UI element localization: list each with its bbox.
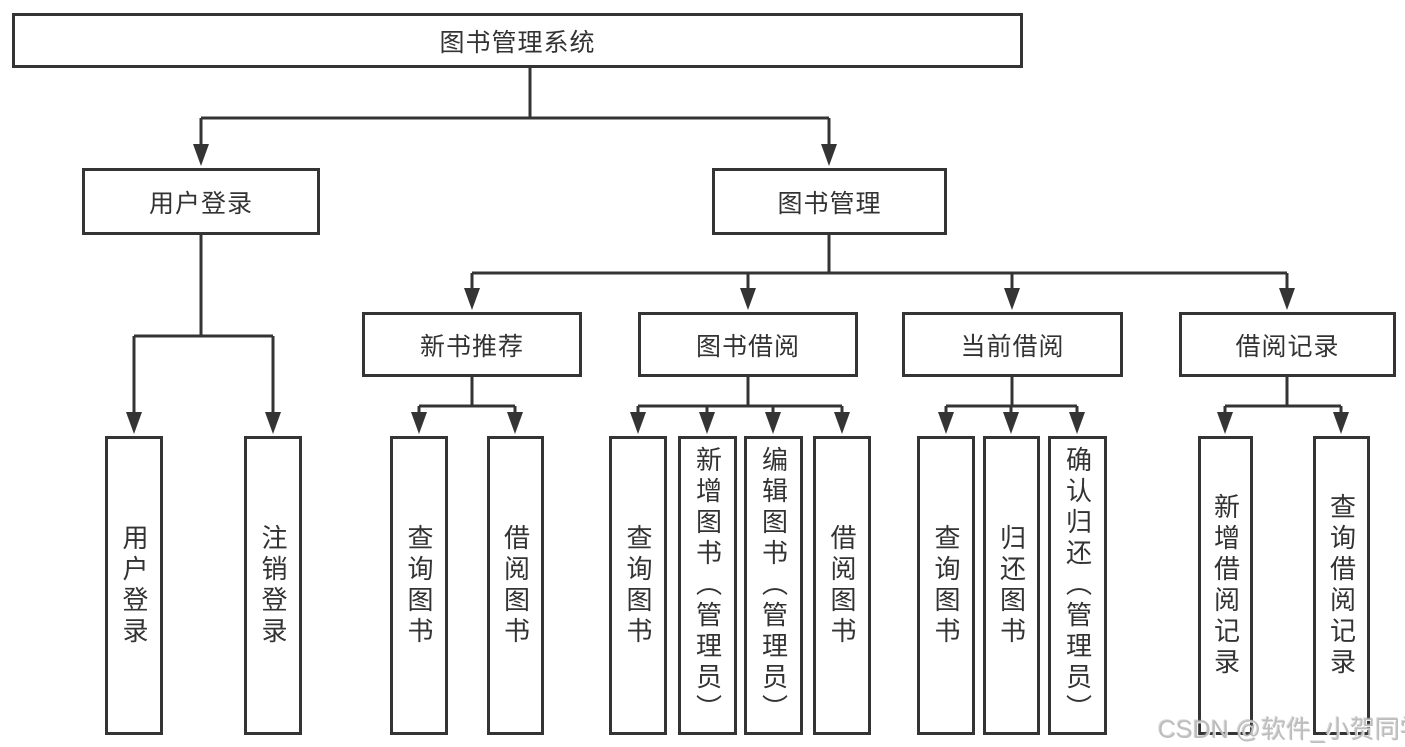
leaf-edit-book-admin: 编辑图书（管理员） xyxy=(744,436,803,735)
leaf-borrow-books-recommend: 借阅图书 xyxy=(487,436,544,735)
leaf-query-books-current: 查询图书 xyxy=(917,436,975,735)
leaf-user-login: 用户登录 xyxy=(105,436,163,735)
leaf-query-books-recommend: 查询图书 xyxy=(390,436,448,735)
arrowheads xyxy=(126,144,1349,434)
node-user-login: 用户登录 xyxy=(82,168,320,235)
leaf-borrow-books: 借阅图书 xyxy=(813,436,871,735)
leaf-return-book: 归还图书 xyxy=(983,436,1040,735)
node-new-book-recommend: 新书推荐 xyxy=(362,312,582,377)
node-borrow-records: 借阅记录 xyxy=(1179,312,1396,377)
watermark-text: CSDN @软件_小贺同学 xyxy=(1158,716,1405,744)
leaf-query-borrow-record: 查询借阅记录 xyxy=(1313,436,1370,735)
node-book-management: 图书管理 xyxy=(712,168,947,235)
node-book-borrow: 图书借阅 xyxy=(638,312,858,377)
node-library-management-system: 图书管理系统 xyxy=(12,13,1023,68)
leaf-confirm-return-admin: 确认归还（管理员） xyxy=(1048,436,1107,735)
node-current-borrow: 当前借阅 xyxy=(902,312,1123,377)
leaf-query-books-borrow: 查询图书 xyxy=(609,436,667,735)
leaf-logout: 注销登录 xyxy=(244,436,302,735)
leaf-add-borrow-record: 新增借阅记录 xyxy=(1198,436,1253,735)
leaf-add-book-admin: 新增图书（管理员） xyxy=(678,436,737,735)
